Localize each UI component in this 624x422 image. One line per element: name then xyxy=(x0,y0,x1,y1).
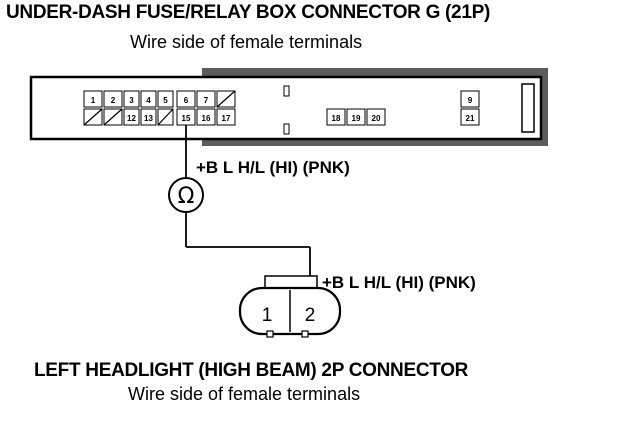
svg-text:7: 7 xyxy=(204,96,209,105)
terminal-6: 6 xyxy=(176,90,196,108)
terminal-3: 3 xyxy=(123,90,140,108)
terminal-18: 18 xyxy=(326,108,346,126)
headlight-2p-connector: 1 2 xyxy=(238,275,342,338)
terminal-1: 1 xyxy=(83,90,103,108)
terminal-19: 19 xyxy=(346,108,366,126)
terminal-21: 21 xyxy=(460,108,480,126)
svg-text:20: 20 xyxy=(372,114,381,123)
terminal-2: 2 xyxy=(103,90,123,108)
fuse-box-connector-subtitle: Wire side of female terminals xyxy=(130,32,363,52)
wire-label-fuse-side: +B L H/L (HI) (PNK) xyxy=(196,158,350,177)
svg-text:4: 4 xyxy=(146,96,151,105)
fuse-box-connector-title: UNDER-DASH FUSE/RELAY BOX CONNECTOR G (2… xyxy=(6,2,490,23)
housing-key-top xyxy=(283,85,290,97)
svg-text:13: 13 xyxy=(144,114,153,123)
svg-text:5: 5 xyxy=(163,96,168,105)
terminal-10-empty xyxy=(83,108,103,126)
svg-text:2: 2 xyxy=(111,96,116,105)
ohmmeter-symbol: Ω xyxy=(168,177,204,213)
headlight-terminal-1: 1 xyxy=(262,305,273,326)
svg-text:3: 3 xyxy=(129,96,134,105)
headlight-connector-title: LEFT HEADLIGHT (HIGH BEAM) 2P CONNECTOR xyxy=(34,360,469,381)
terminal-16: 16 xyxy=(196,108,216,126)
fuse-relay-box-connector: 1 2 3 4 5 6 7 9 12 13 15 16 17 18 19 20 … xyxy=(29,68,548,146)
test-lead-wire xyxy=(185,125,311,288)
terminal-9: 9 xyxy=(460,90,480,108)
terminal-5: 5 xyxy=(157,90,174,108)
svg-text:19: 19 xyxy=(352,114,361,123)
terminal-8-empty xyxy=(216,90,236,108)
svg-text:12: 12 xyxy=(127,114,136,123)
headlight-terminal-2: 2 xyxy=(305,305,316,326)
headlight-connector-subtitle: Wire side of female terminals xyxy=(128,384,361,404)
svg-text:6: 6 xyxy=(184,96,189,105)
terminal-15: 15 xyxy=(176,108,196,126)
terminal-17: 17 xyxy=(216,108,236,126)
svg-text:9: 9 xyxy=(468,96,473,105)
terminal-4: 4 xyxy=(140,90,157,108)
terminal-14-empty xyxy=(157,108,174,126)
svg-text:15: 15 xyxy=(182,114,191,123)
housing-key-bottom xyxy=(283,123,290,135)
connector-latch xyxy=(521,83,535,133)
wire-label-headlight-side: +B L H/L (HI) (PNK) xyxy=(322,273,476,292)
terminal-12: 12 xyxy=(123,108,140,126)
svg-text:18: 18 xyxy=(332,114,341,123)
svg-text:1: 1 xyxy=(91,96,96,105)
terminal-20: 20 xyxy=(366,108,386,126)
svg-text:17: 17 xyxy=(222,114,231,123)
terminal-7: 7 xyxy=(196,90,216,108)
terminal-13: 13 xyxy=(140,108,157,126)
ohm-icon: Ω xyxy=(178,184,195,209)
terminal-11-empty xyxy=(103,108,123,126)
svg-text:16: 16 xyxy=(202,114,211,123)
svg-text:21: 21 xyxy=(466,114,475,123)
